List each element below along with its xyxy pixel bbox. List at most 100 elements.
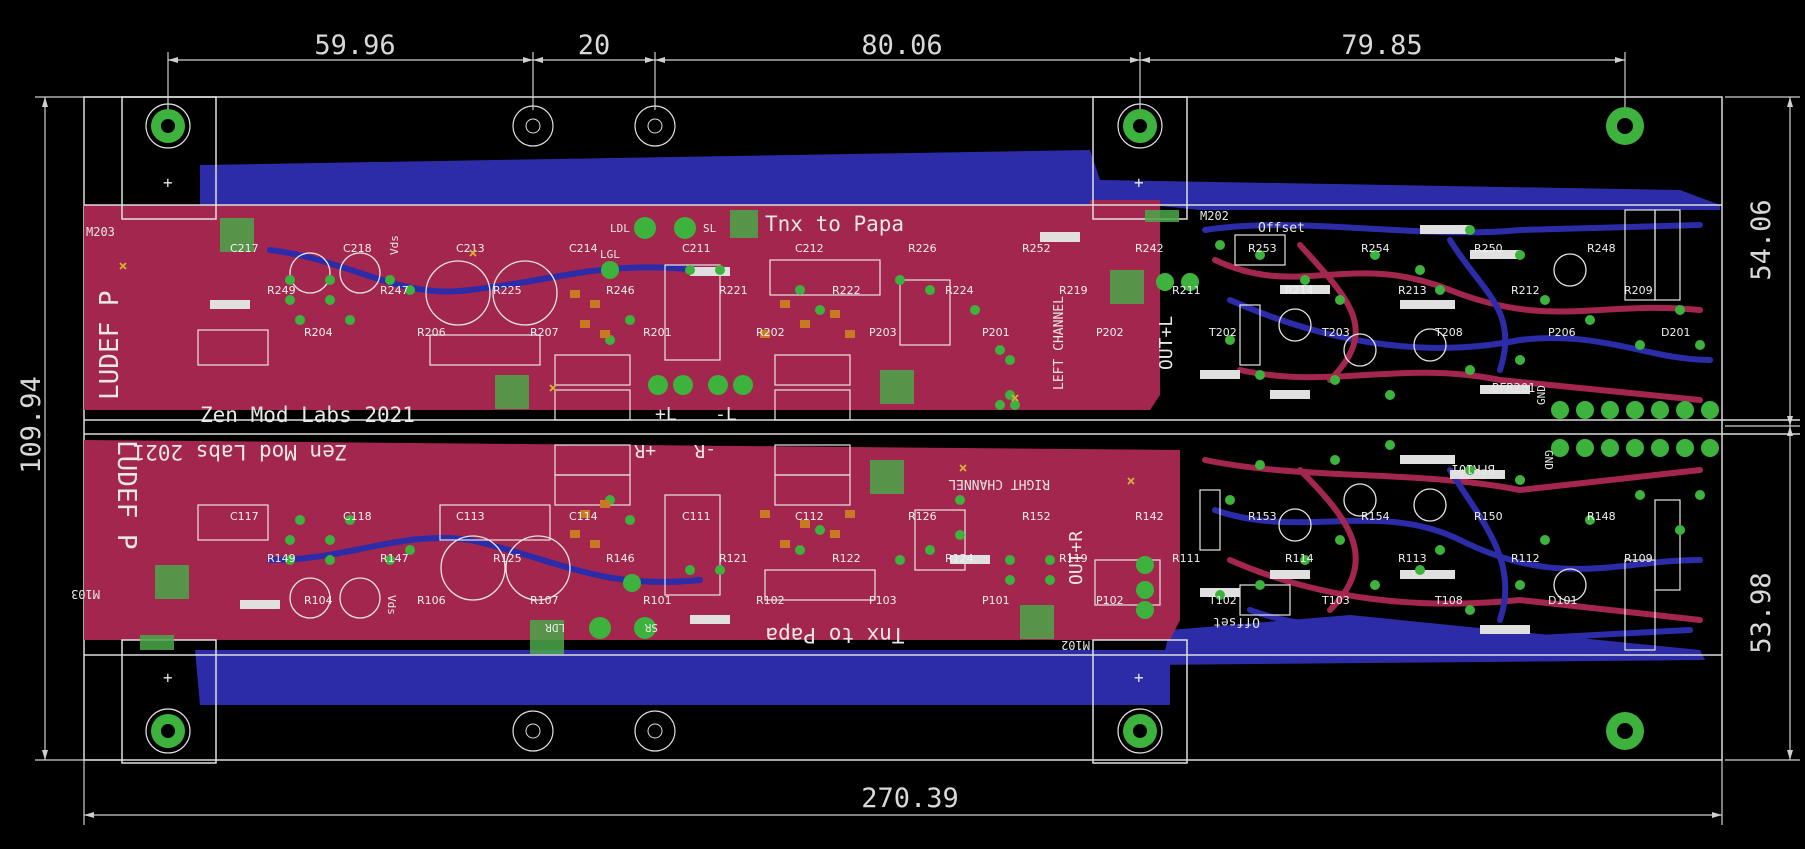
component-ref: R207 <box>530 326 559 339</box>
board-outline <box>83 96 1723 761</box>
component-ref: R252 <box>1022 242 1051 255</box>
component-ref: R226 <box>908 242 937 255</box>
component-ref: T103 <box>1321 594 1350 607</box>
component-ref: R154 <box>1361 510 1390 523</box>
component-ref: D101 <box>1548 594 1577 607</box>
component-ref: R101 <box>643 594 672 607</box>
component-ref: R225 <box>493 284 522 297</box>
component-ref: C213 <box>456 242 485 255</box>
dim-top-1: 59.96 <box>314 30 395 61</box>
component-ref: R142 <box>1135 510 1164 523</box>
minus-l-label: -L <box>715 404 737 425</box>
component-ref: R219 <box>1059 284 1088 297</box>
component-ref: C118 <box>343 510 372 523</box>
component-ref: R242 <box>1135 242 1164 255</box>
component-ref: R250 <box>1474 242 1503 255</box>
component-ref: R204 <box>304 326 333 339</box>
component-ref: R214 <box>1285 284 1314 297</box>
component-ref: C218 <box>343 242 372 255</box>
electrolytic-capacitors <box>289 252 1587 619</box>
component-ref: R125 <box>493 552 522 565</box>
board-title-bottom: LUDEF P <box>111 440 141 550</box>
component-ref: T208 <box>1434 326 1463 339</box>
lgl-label: LGL <box>600 248 620 261</box>
component-ref: R150 <box>1474 510 1503 523</box>
component-ref: R254 <box>1361 242 1390 255</box>
component-ref: C214 <box>569 242 598 255</box>
dim-bottom: 270.39 <box>861 783 959 814</box>
out-left-label: OUT+L <box>1156 316 1177 370</box>
right-channel-label: RIGHT CHANNEL <box>948 476 1050 491</box>
left-channel-label: LEFT CHANNEL <box>1052 296 1067 390</box>
bfr201-label: BFR201 <box>1492 381 1535 395</box>
component-ref: R122 <box>832 552 861 565</box>
component-ref: T202 <box>1208 326 1237 339</box>
dim-top-2: 20 <box>578 30 611 61</box>
resistor-bodies <box>210 225 1530 634</box>
credit-bottom: Zen Mod Labs 2021 <box>133 440 348 464</box>
component-ref: R201 <box>643 326 672 339</box>
plus-l-label: +L <box>655 404 677 425</box>
component-ref: C113 <box>456 510 485 523</box>
dim-left: 109.94 <box>16 376 47 474</box>
component-ref: C117 <box>230 510 259 523</box>
thanks-bottom: Tnx to Papa <box>765 623 904 647</box>
component-ref: R112 <box>1511 552 1540 565</box>
minus-r-label: -R <box>694 440 716 461</box>
component-ref: R146 <box>606 552 635 565</box>
component-ref: C112 <box>795 510 824 523</box>
component-ref: P102 <box>1096 594 1124 607</box>
hatched-pads <box>140 210 1179 654</box>
m103-label: M103 <box>71 587 100 601</box>
mounting-holes <box>145 103 1644 754</box>
component-ref: P206 <box>1548 326 1576 339</box>
component-ref: R107 <box>530 594 559 607</box>
signal-traces <box>267 222 1713 644</box>
component-ref: R222 <box>832 284 861 297</box>
dim-right-top: 54.06 <box>1746 199 1777 280</box>
bfr101-label: BFR101 <box>1452 462 1495 476</box>
component-ref: C212 <box>795 242 824 255</box>
header-pads <box>1551 401 1719 457</box>
sr-label: SR <box>644 621 658 634</box>
component-ref: R119 <box>1059 552 1088 565</box>
component-ref: C217 <box>230 242 259 255</box>
plus-r-label: +R <box>634 440 656 461</box>
m102-label: M102 <box>1061 638 1090 652</box>
thanks-top: Tnx to Papa <box>765 212 904 236</box>
component-ref: P201 <box>982 326 1010 339</box>
component-ref: R126 <box>908 510 937 523</box>
board-title-top: LUDEF P <box>95 290 125 400</box>
credit-top: Zen Mod Labs 2021 <box>200 403 415 427</box>
component-ref: R152 <box>1022 510 1051 523</box>
gnd-label-top: GND <box>1535 385 1548 405</box>
component-ref: P203 <box>869 326 897 339</box>
offset-label-bottom: Offset <box>1213 614 1260 629</box>
component-ref: R249 <box>267 284 296 297</box>
component-ref: R109 <box>1624 552 1653 565</box>
offset-label-top: Offset <box>1258 221 1305 236</box>
component-ref: R224 <box>945 284 974 297</box>
out-right-label: OUT+R <box>1066 531 1087 585</box>
marker-crosses <box>119 249 1135 485</box>
component-ref: P101 <box>982 594 1010 607</box>
svg-text:+: + <box>1134 668 1144 687</box>
pads-small <box>285 225 1705 615</box>
power-device-plus-marks: ++ ++ <box>163 173 1144 687</box>
ldl-label: LDL <box>610 222 630 235</box>
component-ref: R206 <box>417 326 446 339</box>
component-ref: R111 <box>1172 552 1201 565</box>
vds-label-top: Vds <box>388 235 401 255</box>
component-ref: R247 <box>380 284 409 297</box>
component-ref: C111 <box>682 510 711 523</box>
component-ref: R153 <box>1248 510 1277 523</box>
top-copper-pours <box>84 200 1180 640</box>
m202-label: M202 <box>1200 209 1229 223</box>
component-ref: R209 <box>1624 284 1653 297</box>
component-outlines <box>197 209 1681 651</box>
sl-label: SL <box>703 222 717 235</box>
smd-parts <box>570 290 855 548</box>
component-ref: R121 <box>719 552 748 565</box>
